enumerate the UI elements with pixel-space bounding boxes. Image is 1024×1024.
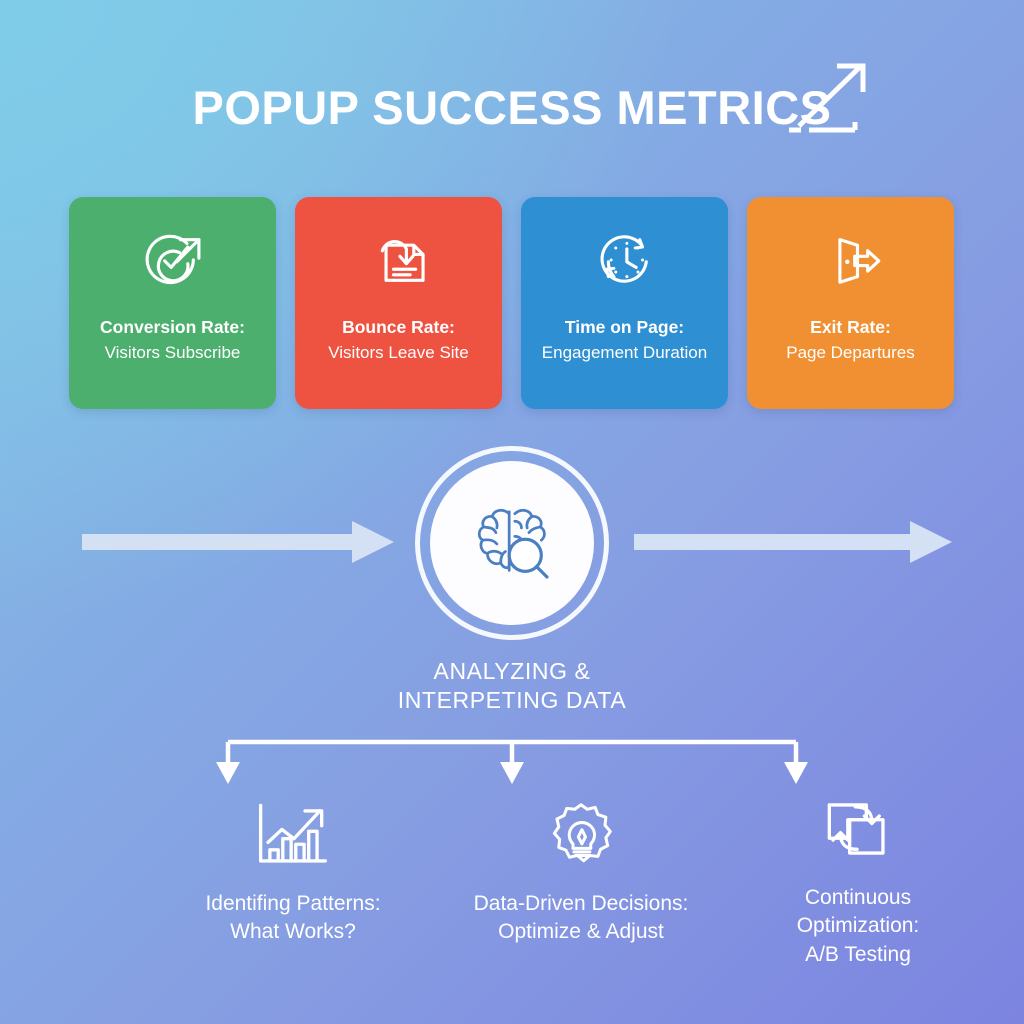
metric-card-time-on-page[interactable]: Time on Page: Engagement Duration — [521, 197, 728, 409]
hub-caption-line-1: ANALYZING & — [433, 658, 591, 684]
outcome-label: Data-Driven Decisions: Optimize & Adjust — [456, 890, 706, 947]
outcome-label-line-1: Identifing Patterns: — [205, 892, 381, 915]
analysis-hub — [415, 446, 609, 640]
document-bounce-arrow-icon — [360, 219, 438, 301]
outcome-label: Identifing Patterns: What Works? — [168, 890, 418, 947]
metric-card-subtitle: Page Departures — [786, 343, 915, 362]
hub-caption-line-2: INTERPETING DATA — [397, 687, 627, 714]
brain-magnifier-icon — [477, 508, 549, 579]
arrow-right-icon-right — [634, 521, 952, 563]
three-way-branch-bracket — [216, 739, 808, 784]
metric-card-row: Conversion Rate: Visitors Subscribe Boun… — [69, 197, 955, 409]
page-title: POPUP SUCCESS METRICS — [0, 62, 1024, 152]
outcome-label-line-2: What Works? — [230, 920, 356, 944]
page-title-text: POPUP SUCCESS METRICS — [192, 80, 832, 134]
outcome-label-line-1: Data-Driven Decisions: — [473, 892, 689, 915]
outcome-label: Continuous Optimization: A/B Testing — [733, 884, 983, 969]
metric-card-title: Bounce Rate: — [342, 317, 455, 337]
hub-disc — [430, 461, 594, 625]
outcome-label-line-1: Continuous — [804, 886, 912, 909]
clock-refresh-icon — [586, 219, 664, 301]
growth-arrow-icon — [789, 63, 866, 133]
gear-lightbulb-icon — [456, 796, 706, 874]
outcome-identifying-patterns[interactable]: Identifing Patterns: What Works? — [168, 796, 418, 947]
hub-caption: ANALYZING & INTERPETING DATA — [0, 657, 1024, 716]
exit-door-arrow-icon — [812, 219, 890, 301]
metric-card-subtitle: Engagement Duration — [541, 343, 708, 362]
metric-card-title: Conversion Rate: — [100, 317, 245, 337]
outcome-label-line-3: A/B Testing — [805, 942, 911, 966]
outcome-label-line-2: Optimization: — [796, 914, 920, 938]
metric-card-exit-rate[interactable]: Exit Rate: Page Departures — [747, 197, 954, 409]
target-growth-arrow-icon — [134, 219, 212, 301]
metric-card-subtitle: Visitors Subscribe — [104, 343, 241, 362]
ab-test-swap-icon — [733, 790, 983, 868]
metric-card-title: Exit Rate: — [810, 317, 891, 337]
hub-outer-ring — [415, 446, 609, 640]
metric-card-bounce-rate[interactable]: Bounce Rate: Visitors Leave Site — [295, 197, 502, 409]
metric-card-conversion-rate[interactable]: Conversion Rate: Visitors Subscribe — [69, 197, 276, 409]
arrow-right-icon-left — [82, 521, 394, 563]
outcome-continuous-optimization[interactable]: Continuous Optimization: A/B Testing — [733, 790, 983, 969]
outcome-label-line-2: Optimize & Adjust — [498, 920, 664, 944]
outcome-data-driven-decisions[interactable]: Data-Driven Decisions: Optimize & Adjust — [456, 796, 706, 947]
metric-card-title: Time on Page: — [564, 317, 685, 337]
bar-chart-growth-icon — [168, 796, 418, 874]
outcome-row: Identifing Patterns: What Works? Data-Dr — [69, 790, 955, 970]
metric-card-subtitle: Visitors Leave Site — [328, 343, 469, 362]
